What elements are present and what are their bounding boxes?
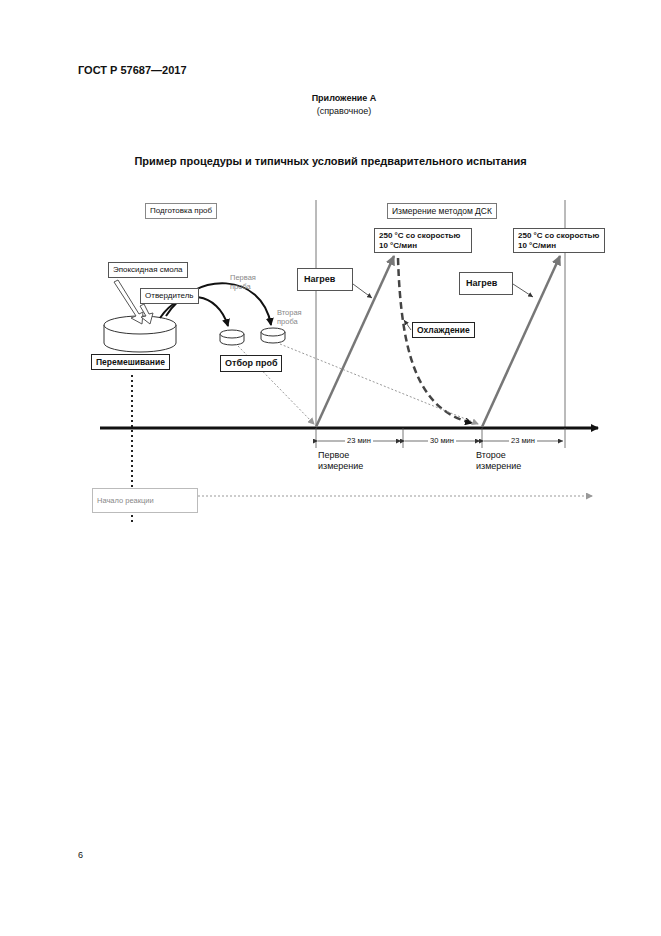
box-text: Охлаждение — [417, 325, 470, 335]
page-header: ГОСТ Р 57687—2017 — [78, 64, 187, 77]
duration-label: 23 мин — [509, 436, 537, 445]
box-text: 250 °C со скоростью 10 °C/мин — [379, 231, 467, 250]
page-number: 6 — [78, 850, 83, 861]
measurement-label: Второе измерение — [476, 450, 536, 472]
box-text: Нагрев — [466, 278, 506, 289]
step-box: Отбор проб — [220, 355, 282, 372]
annex-label: (справочное) — [317, 106, 372, 117]
note-box: Начало реакции — [92, 488, 198, 513]
box-text: Отвердитель — [145, 291, 194, 301]
figure-title: Пример процедуры и типичных условий пред… — [0, 155, 661, 168]
sample-label: Первая проба — [230, 273, 266, 291]
box-text: 250 °C со скоростью 10 °C/мин — [518, 231, 600, 250]
step-box: Нагрев — [459, 272, 513, 295]
duration-label: 23 мин — [345, 436, 373, 445]
box-text: Измерение методом ДСК — [392, 206, 492, 216]
condition-box: 250 °C со скоростью 10 °C/мин — [374, 228, 472, 253]
box-text: Эпоксидная смола — [113, 265, 183, 275]
step-box: Нагрев — [297, 268, 353, 291]
step-box: Перемешивание — [91, 354, 170, 370]
component-box: Эпоксидная смола — [108, 262, 188, 278]
box-text: Отбор проб — [225, 358, 277, 369]
sample-label: Вторая проба — [277, 308, 313, 326]
duration-label: 30 мин — [428, 436, 456, 445]
step-box: Охлаждение — [412, 322, 475, 338]
box-text: Начало реакции — [97, 496, 193, 505]
section-box: Подготовка проб — [145, 203, 217, 219]
box-text: Подготовка проб — [150, 206, 212, 216]
box-text: Нагрев — [304, 274, 346, 285]
section-box: Измерение методом ДСК — [387, 203, 497, 219]
box-text: Перемешивание — [96, 357, 165, 367]
measurement-label: Первое измерение — [318, 450, 374, 472]
annex-label: Приложение А — [312, 93, 377, 104]
component-box: Отвердитель — [140, 288, 199, 304]
condition-box: 250 °C со скоростью 10 °C/мин — [513, 228, 605, 253]
